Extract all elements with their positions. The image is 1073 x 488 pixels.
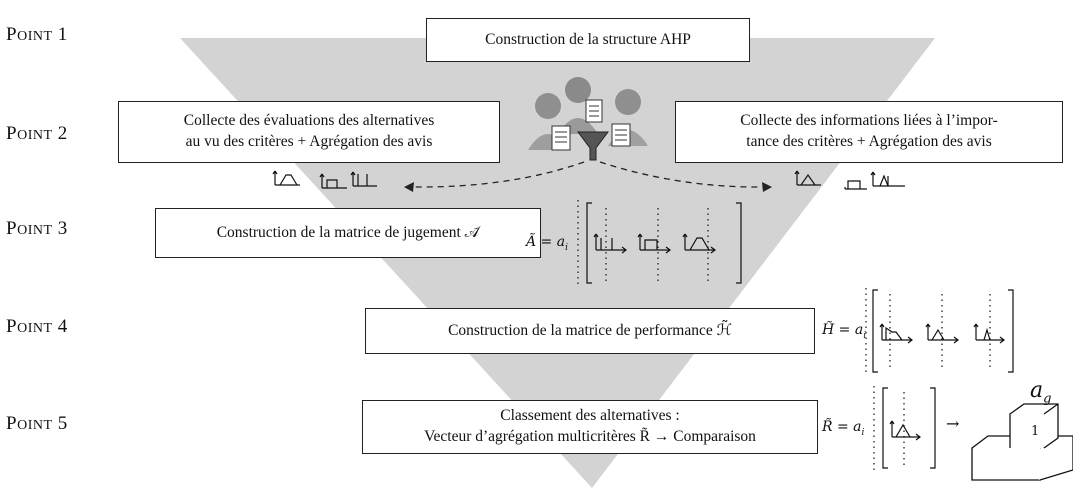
collect-right-line-2: tance des critères + Agrégation des avis [746,133,992,150]
documents-icon [551,99,631,151]
podium-icon [971,403,1073,481]
point-3-label: POINT 3 [6,218,68,239]
point-2-label: POINT 2 [6,123,68,144]
point-4-label: POINT 4 [6,316,68,337]
ranking-line-2: Vecteur d’agrégation multicritères R̃ → … [424,428,756,445]
vector-r [873,386,936,470]
judgement-text: Construction de la matrice de jugement 𝒜… [216,223,480,241]
point-5-label: POINT 5 [6,413,68,434]
box-collect-importance: Collecte des informations liées à l’impo… [675,101,1063,163]
box-collect-evaluations: Collecte des évaluations des alternative… [118,101,500,163]
matrix-h [865,288,1014,373]
fuzzy-glyphs-right [794,170,905,190]
arrowhead-right [762,182,772,192]
funnel-icon [577,131,609,161]
box-performance-matrix: Construction de la matrice de performanc… [365,308,815,354]
collect-left-line-1: Collecte des évaluations des alternative… [183,112,435,130]
box-judgement-matrix: Construction de la matrice de jugement 𝒜… [155,208,541,258]
formula-r: R̃ = ai [822,419,865,438]
arrowhead-left [404,182,414,192]
box-ahp-text: Construction de la structure AHP [485,30,691,48]
formula-arrow: → [946,414,960,433]
point-1-label: POINT 1 [6,24,68,45]
dashed-arrow-left [411,161,585,188]
box-ranking: Classement des alternatives : Vecteur d’… [362,400,818,454]
collect-left-line-2: au vu des critères + Agrégation des avis [185,133,433,150]
collect-right-line-1: Collecte des informations liées à l’impo… [740,112,998,130]
ranking-line-1: Classement des alternatives : [500,407,680,425]
podium-rank-1: 1 [1031,424,1040,439]
formula-h: H̃ = ai [822,322,867,341]
dashed-arrow-right [599,161,765,188]
performance-text: Construction de la matrice de performanc… [448,321,732,339]
formula-a: Ã = ai [526,234,568,253]
fuzzy-glyphs-left [272,170,377,189]
matrix-a [577,200,742,285]
podium-ag-label: ag [1030,378,1052,407]
box-ahp-structure: Construction de la structure AHP [426,18,750,62]
